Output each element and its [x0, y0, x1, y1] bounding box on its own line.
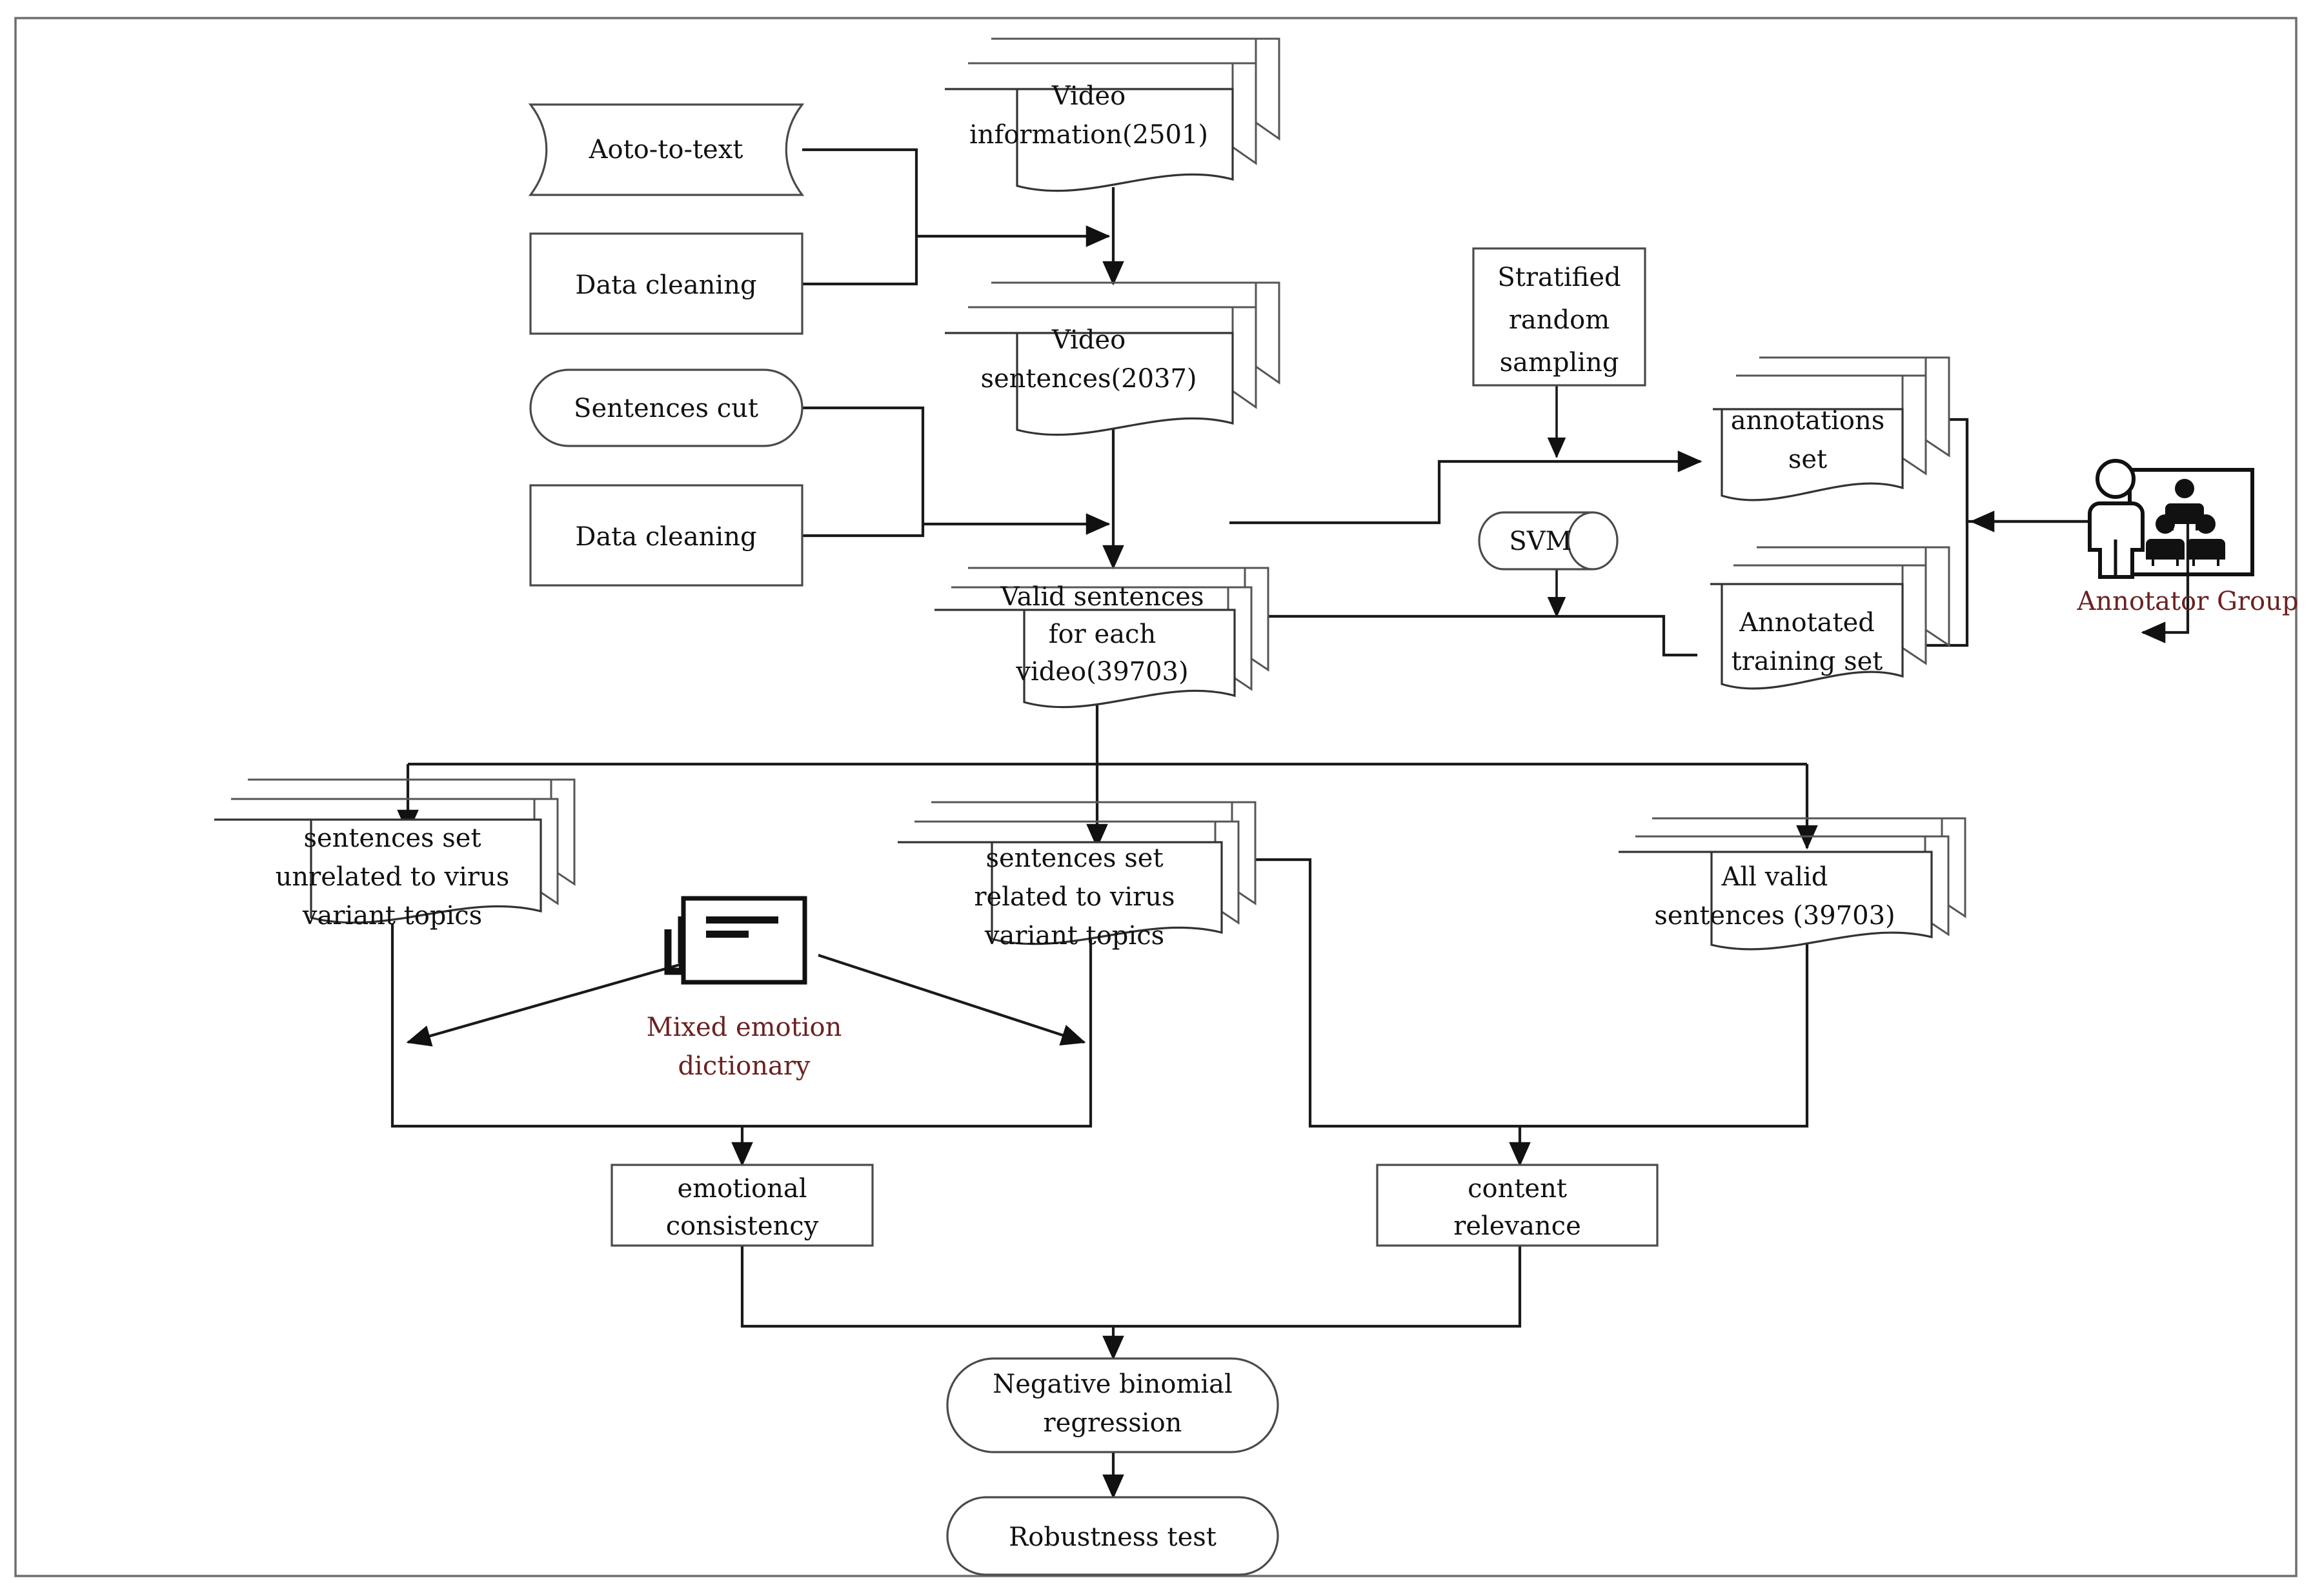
mixed-dictionary-line2: dictionary	[678, 1051, 810, 1081]
node-stratified-random-sampling[interactable]: Stratified random sampling	[1472, 247, 1646, 387]
connector-related-down	[742, 939, 1093, 1128]
node-annotations-set-line1: annotations	[1731, 406, 1885, 436]
node-data-cleaning-2-label: Data cleaning	[575, 522, 756, 552]
node-data-cleaning-2[interactable]: Data cleaning	[529, 484, 803, 587]
connector-training-to-valid	[1227, 605, 1697, 657]
node-related-line3: variant topics	[984, 921, 1164, 951]
node-valid-sentences-line1: Valid sentences	[1000, 582, 1204, 612]
connector-data-cleaning-2	[802, 524, 925, 538]
connector-content-down	[1113, 1246, 1522, 1328]
node-unrelated-line3: variant topics	[302, 901, 482, 931]
connector-allvalid-down	[1520, 944, 1809, 1128]
node-video-sentences-line2: sentences(2037)	[980, 364, 1197, 394]
node-sentences-cut[interactable]: Sentences cut	[529, 369, 803, 447]
node-related-sentences-set[interactable]: sentences set related to virus variant t…	[898, 801, 1257, 951]
connector-sentences-cut	[802, 406, 925, 524]
connector-data-cleaning-1	[802, 236, 918, 286]
node-auto-to-text[interactable]: Aoto-to-text	[528, 103, 805, 196]
node-video-sentences-line1: Video	[1051, 325, 1126, 355]
connector-auto-to-text	[802, 148, 918, 236]
node-svm[interactable]: SVM	[1478, 511, 1619, 571]
node-stratified-line1: Stratified	[1497, 263, 1621, 292]
node-unrelated-sentences-set[interactable]: sentences set unrelated to virus variant…	[214, 778, 576, 931]
node-video-sentences[interactable]: Video sentences(2037)	[945, 281, 1280, 436]
node-content-line2: relevance	[1453, 1211, 1581, 1241]
connector-annotator-to-annotations	[1965, 419, 2109, 523]
node-related-line1: sentences set	[985, 843, 1163, 873]
node-annotations-set[interactable]: annotations set	[1713, 356, 1950, 501]
node-valid-sentences[interactable]: Valid sentences for each video(39703)	[934, 567, 1269, 709]
connector-related-right	[1252, 858, 1520, 1128]
node-content-line1: content	[1468, 1174, 1567, 1204]
mixed-dictionary-line1: Mixed emotion	[647, 1013, 842, 1042]
annotator-group-label: Annotator Group	[2077, 587, 2299, 616]
node-video-information-line1: Video	[1051, 81, 1126, 111]
mixed-dictionary-icon	[664, 896, 807, 985]
node-all-valid-line1: All valid	[1721, 862, 1828, 892]
connector-unrelated-down	[390, 924, 742, 1128]
node-annotated-training-line1: Annotated	[1739, 608, 1875, 638]
diagram-border	[14, 17, 2298, 1577]
connector-valid-to-annotations	[1229, 450, 1702, 525]
node-valid-sentences-line3: video(39703)	[1015, 657, 1188, 687]
node-auto-to-text-label: Aoto-to-text	[589, 135, 743, 165]
node-annotated-training-line2: training set	[1732, 647, 1883, 676]
node-nb-line1: Negative binomial	[993, 1369, 1233, 1399]
node-content-relevance[interactable]: content relevance	[1376, 1164, 1659, 1247]
node-robustness-label: Robustness test	[1009, 1522, 1217, 1552]
connector-dict-to-right	[818, 954, 1086, 1045]
node-video-information-line2: information(2501)	[969, 120, 1208, 150]
node-valid-sentences-line2: for each	[1049, 620, 1156, 649]
node-annotations-set-line2: set	[1788, 445, 1827, 474]
node-robustness-test[interactable]: Robustness test	[946, 1496, 1279, 1576]
node-unrelated-line1: sentences set	[303, 823, 481, 853]
node-unrelated-line2: unrelated to virus	[276, 862, 510, 892]
node-sentences-cut-label: Sentences cut	[574, 394, 758, 423]
connector-dict-to-left	[406, 953, 714, 1047]
node-related-line2: related to virus	[974, 882, 1175, 912]
node-stratified-line3: sampling	[1500, 348, 1619, 378]
node-all-valid-sentences[interactable]: All valid sentences (39703)	[1619, 817, 1966, 951]
node-stratified-line2: random	[1509, 305, 1610, 335]
connector-emotional-down	[740, 1246, 1113, 1328]
annotator-group-icon	[2087, 459, 2254, 579]
node-emotional-consistency[interactable]: emotional consistency	[611, 1164, 874, 1247]
node-annotated-training-set[interactable]: Annotated training set	[1710, 546, 1950, 690]
node-negative-binomial-regression[interactable]: Negative binomial regression	[946, 1357, 1279, 1453]
node-svm-label: SVM	[1509, 527, 1571, 556]
node-emotional-line1: emotional	[677, 1174, 807, 1204]
node-nb-line2: regression	[1044, 1408, 1182, 1438]
node-data-cleaning-1[interactable]: Data cleaning	[529, 232, 803, 335]
node-data-cleaning-1-label: Data cleaning	[575, 270, 756, 300]
node-emotional-line2: consistency	[666, 1211, 819, 1241]
node-video-information[interactable]: Video information(2501)	[945, 37, 1280, 192]
node-all-valid-line2: sentences (39703)	[1654, 901, 1895, 931]
